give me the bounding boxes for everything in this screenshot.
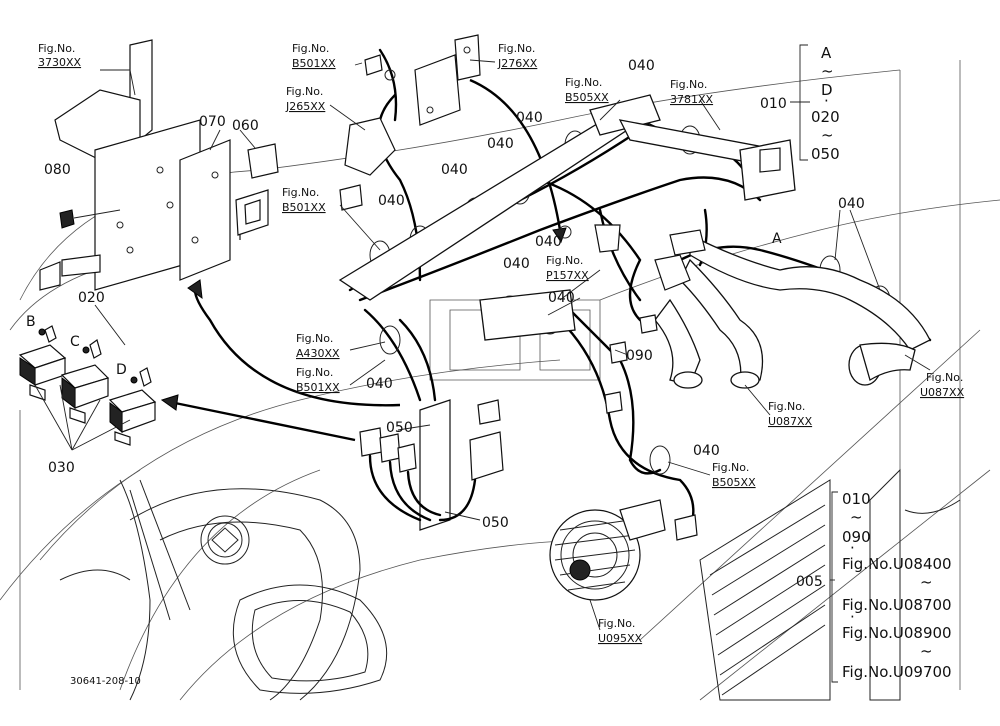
fig-ref-j276-prefix: Fig.No. [498,42,535,55]
part-number-040-9: 040 [366,376,393,392]
letter-c: C [70,334,80,350]
top-brackets [339,34,781,414]
range-bottom-line6: ~ [920,573,933,591]
fig-ref-b505-top: B505XX [565,91,609,104]
part-number-090: 090 [626,348,653,364]
fig-ref-3730-prefix: Fig.No. [38,42,75,55]
range-bottom-line3: 090 [842,528,871,546]
relay-bracket-assembly [39,39,279,291]
part-number-040-5: 040 [378,193,405,209]
intake-hose-a [654,229,931,389]
fig-ref-b501-mid: B501XX [282,201,326,214]
range-top-line5: 020 [811,108,840,126]
fig-ref-b501-low: B501XX [296,381,340,394]
range-bottom-line5: Fig.No.U08400 [842,555,952,573]
arrow-head-bracket [187,279,203,300]
fig-ref-p157-prefix: Fig.No. [546,254,583,267]
part-number-040-1: 040 [628,58,655,74]
range-bottom-line8: · [850,608,855,626]
fig-ref-j276: J276XX [497,57,538,70]
fig-ref-u087-right-prefix: Fig.No. [926,371,963,384]
part-number-030: 030 [48,460,75,476]
fig-ref-p157: P157XX [546,269,589,282]
assembly-arrow-bracket [193,289,401,407]
range-bracket-top [799,44,808,161]
fig-ref-3730: 3730XX [38,56,82,69]
part-number-040-3: 040 [487,136,514,152]
fig-ref-u087-right: U087XX [920,386,965,399]
part-number-050-b: 050 [482,515,509,531]
fig-ref-u087-mid-prefix: Fig.No. [768,400,805,413]
part-number-080: 080 [44,162,71,178]
range-note-top: A ~ D · 020 ~ 050 [811,44,840,163]
leader-lines [34,59,931,631]
part-number-020: 020 [78,290,105,306]
letter-d: D [116,362,127,378]
front-grille [59,479,388,701]
range-bottom-line4: · [850,539,855,557]
fig-ref-u087-mid: U087XX [768,415,813,428]
part-number-060: 060 [232,118,259,134]
part-number-070: 070 [199,114,226,130]
range-bottom-line2: ~ [850,508,863,526]
radiator-grille [699,468,961,701]
upper-frame-rail [338,94,796,341]
range-bottom-line11: Fig.No.U09700 [842,663,952,681]
fig-ref-b501-top: B501XX [292,57,336,70]
part-number-040-8: 040 [548,290,575,306]
fig-ref-b505-top-prefix: Fig.No. [565,76,602,89]
assembly-arrow-fuse [174,401,356,442]
fig-ref-a430: A430XX [296,347,340,360]
lower-fuse-relay-group [359,318,504,531]
range-bottom-line7: Fig.No.U08700 [842,596,952,614]
fig-ref-u095: U095XX [598,632,643,645]
fig-ref-j265: J265XX [285,100,326,113]
fig-ref-a430-prefix: Fig.No. [296,332,333,345]
alternator [549,499,698,601]
part-number-040-4: 040 [441,162,468,178]
fig-ref-b501-mid-prefix: Fig.No. [282,186,319,199]
fig-ref-b501-top-prefix: Fig.No. [292,42,329,55]
part-number-040-10: 040 [693,443,720,459]
fuse-holders [18,325,157,446]
fig-ref-3781-prefix: Fig.No. [670,78,707,91]
fig-ref-b505-low-prefix: Fig.No. [712,461,749,474]
range-top-line4: · [824,92,829,110]
fig-ref-j265-prefix: Fig.No. [286,85,323,98]
arrow-head-fuse [160,394,179,411]
range-bottom-line1: 010 [842,490,871,508]
part-number-050-a: 050 [386,420,413,436]
part-number-040-7: 040 [503,256,530,272]
range-note-bottom: 010 ~ 090 · Fig.No.U08400 ~ Fig.No.U0870… [842,490,952,681]
document-code: 30641-208-10 [70,676,141,687]
range-top-line1: A [821,44,832,62]
part-number-010: 010 [760,96,787,112]
letter-b: B [26,314,36,330]
range-bottom-line10: ~ [920,642,933,660]
range-top-line3: D [821,81,833,99]
part-number-040-11: 040 [838,196,865,212]
fig-ref-b501-low-prefix: Fig.No. [296,366,333,379]
range-top-line2: ~ [821,62,834,80]
part-number-040-2: 040 [516,110,543,126]
range-top-line6: ~ [821,126,834,144]
part-number-040-6: 040 [535,234,562,250]
letter-a-hose: A [772,231,782,247]
range-bracket-bottom [831,491,838,683]
part-number-005: 005 [796,574,823,590]
fig-ref-3781: 3781XX [670,93,714,106]
range-top-line7: 050 [811,145,840,163]
assembly-arrow-top [469,78,562,231]
range-bottom-line9: Fig.No.U08900 [842,624,952,642]
fig-ref-u095-prefix: Fig.No. [598,617,635,630]
fig-ref-b505-low: B505XX [712,476,756,489]
